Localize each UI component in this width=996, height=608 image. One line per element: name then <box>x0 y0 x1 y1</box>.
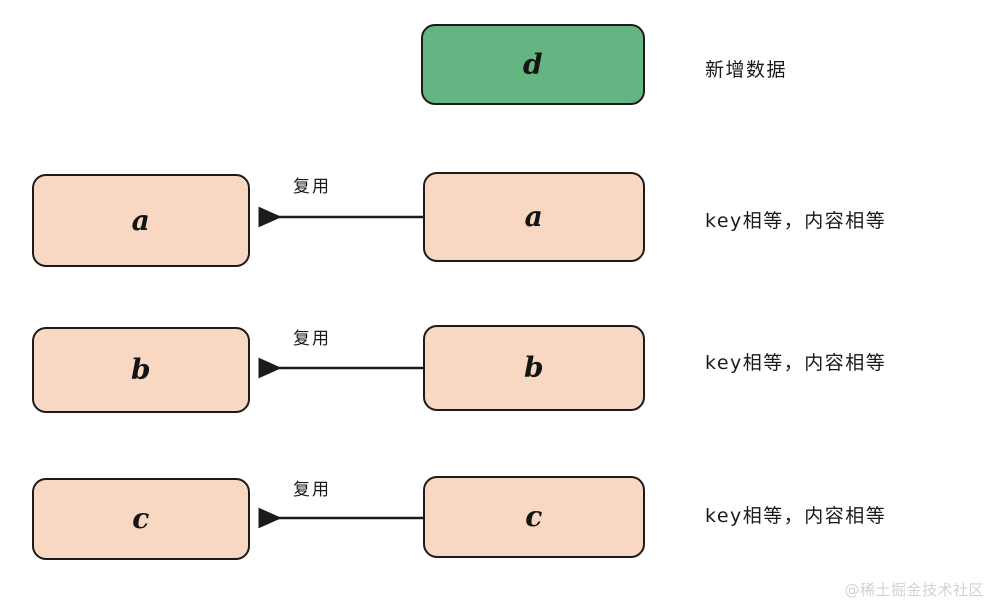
node-new-d[interactable]: d <box>421 24 645 105</box>
note-equal-a: key相等，内容相等 <box>705 210 887 232</box>
watermark: @稀土掘金技术社区 <box>844 581 984 599</box>
note-equal-b: key相等，内容相等 <box>705 352 887 374</box>
note-new-data: 新增数据 <box>705 59 788 81</box>
node-label-a-new: a <box>524 200 544 233</box>
note-equal-c: key相等，内容相等 <box>705 505 887 527</box>
node-label-b-new: b <box>523 351 545 384</box>
node-label-c-new: c <box>525 500 543 533</box>
edge-label-reuse-b: 复用 <box>293 329 331 349</box>
node-old-a[interactable]: a <box>32 174 250 267</box>
node-new-b[interactable]: b <box>423 325 645 411</box>
edge-label-reuse-c: 复用 <box>293 480 331 500</box>
node-new-a[interactable]: a <box>423 172 645 262</box>
edge-label-reuse-a: 复用 <box>293 177 331 197</box>
node-label-d: d <box>522 47 544 81</box>
node-new-c[interactable]: c <box>423 476 645 558</box>
node-old-b[interactable]: b <box>32 327 250 413</box>
node-label-a-old: a <box>131 203 151 237</box>
node-old-c[interactable]: c <box>32 478 250 560</box>
node-label-b-old: b <box>130 353 152 386</box>
node-label-c-old: c <box>132 502 150 535</box>
